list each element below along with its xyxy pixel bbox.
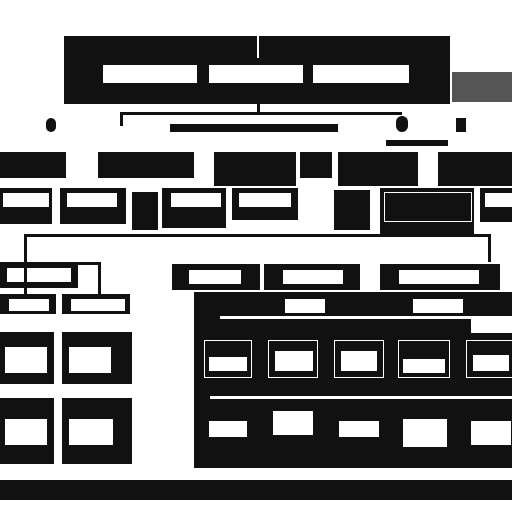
right-panel-tab-3 (470, 318, 512, 334)
header-bracket-stem (257, 104, 260, 114)
left-upper-block-2-label (68, 346, 112, 374)
row1-block-4 (300, 152, 332, 178)
row3-left-connector (78, 262, 100, 265)
panel-lower-cell-2-label (272, 410, 314, 436)
right-panel-tab-2 (412, 298, 464, 314)
top-header-label-1 (102, 64, 198, 84)
panel-lower-cell-5-label (470, 420, 512, 446)
far-right-mark (456, 118, 466, 132)
section-split-line (24, 234, 490, 237)
row3-mid-label-1 (188, 269, 242, 285)
left-lower-block-1-label (4, 418, 48, 446)
row3-mid-label-2 (282, 269, 344, 285)
panel-upper-cell-1-label (208, 356, 248, 372)
top-header-label-2 (208, 64, 304, 84)
subtitle-underline (170, 124, 338, 132)
split-left-drop (24, 234, 27, 262)
split-right-drop (488, 234, 491, 262)
left-mark (46, 118, 56, 132)
panel-upper-cell-4-label (402, 358, 446, 374)
left-upper-block-1-label (4, 346, 48, 374)
panel-lower-cell-3-label (338, 420, 380, 438)
row2-cell-1-label (2, 192, 50, 208)
panel-upper-cell-5-label (472, 354, 510, 372)
panel-lower-cell-1-label (208, 420, 248, 438)
right-panel-inner-line (220, 316, 512, 319)
row1-block-2 (98, 152, 194, 178)
right-mark (396, 116, 408, 132)
right-subline (386, 140, 448, 146)
row2-cell-2-label (66, 192, 118, 208)
left-stem (24, 262, 27, 294)
row2-cell-5-label (238, 192, 292, 208)
top-header-label-3 (312, 64, 410, 84)
row3-left-label (6, 267, 72, 283)
row3-right-label (398, 269, 480, 285)
row2-cell-8-label (484, 192, 512, 208)
row1-block-6 (438, 152, 512, 186)
row1-block-3 (214, 152, 296, 186)
header-bracket-line (120, 112, 402, 115)
row1-block-5 (338, 152, 418, 186)
row2-cell-4-label (170, 192, 222, 208)
header-bracket-left (120, 112, 123, 126)
right-panel (194, 292, 512, 468)
top-header-divider (257, 36, 259, 58)
row2-cell-7-label (384, 192, 472, 222)
panel-upper-cell-3-label (340, 350, 378, 372)
right-panel-mid-line (210, 396, 512, 399)
footer-caption (0, 480, 512, 500)
top-right-gray-bar (452, 72, 512, 102)
left-lower-block-2-label (68, 418, 114, 446)
row2-cell-3 (132, 192, 158, 230)
row2-cell-6 (334, 190, 370, 230)
panel-upper-cell-2-label (274, 350, 314, 372)
right-panel-tab-1 (284, 298, 326, 314)
row3-left-connector-drop (98, 262, 101, 296)
row4-left-label-2 (70, 298, 126, 312)
row4-left-label-1 (8, 298, 50, 312)
row1-block-1 (0, 152, 66, 178)
panel-lower-cell-4-label (402, 418, 448, 448)
